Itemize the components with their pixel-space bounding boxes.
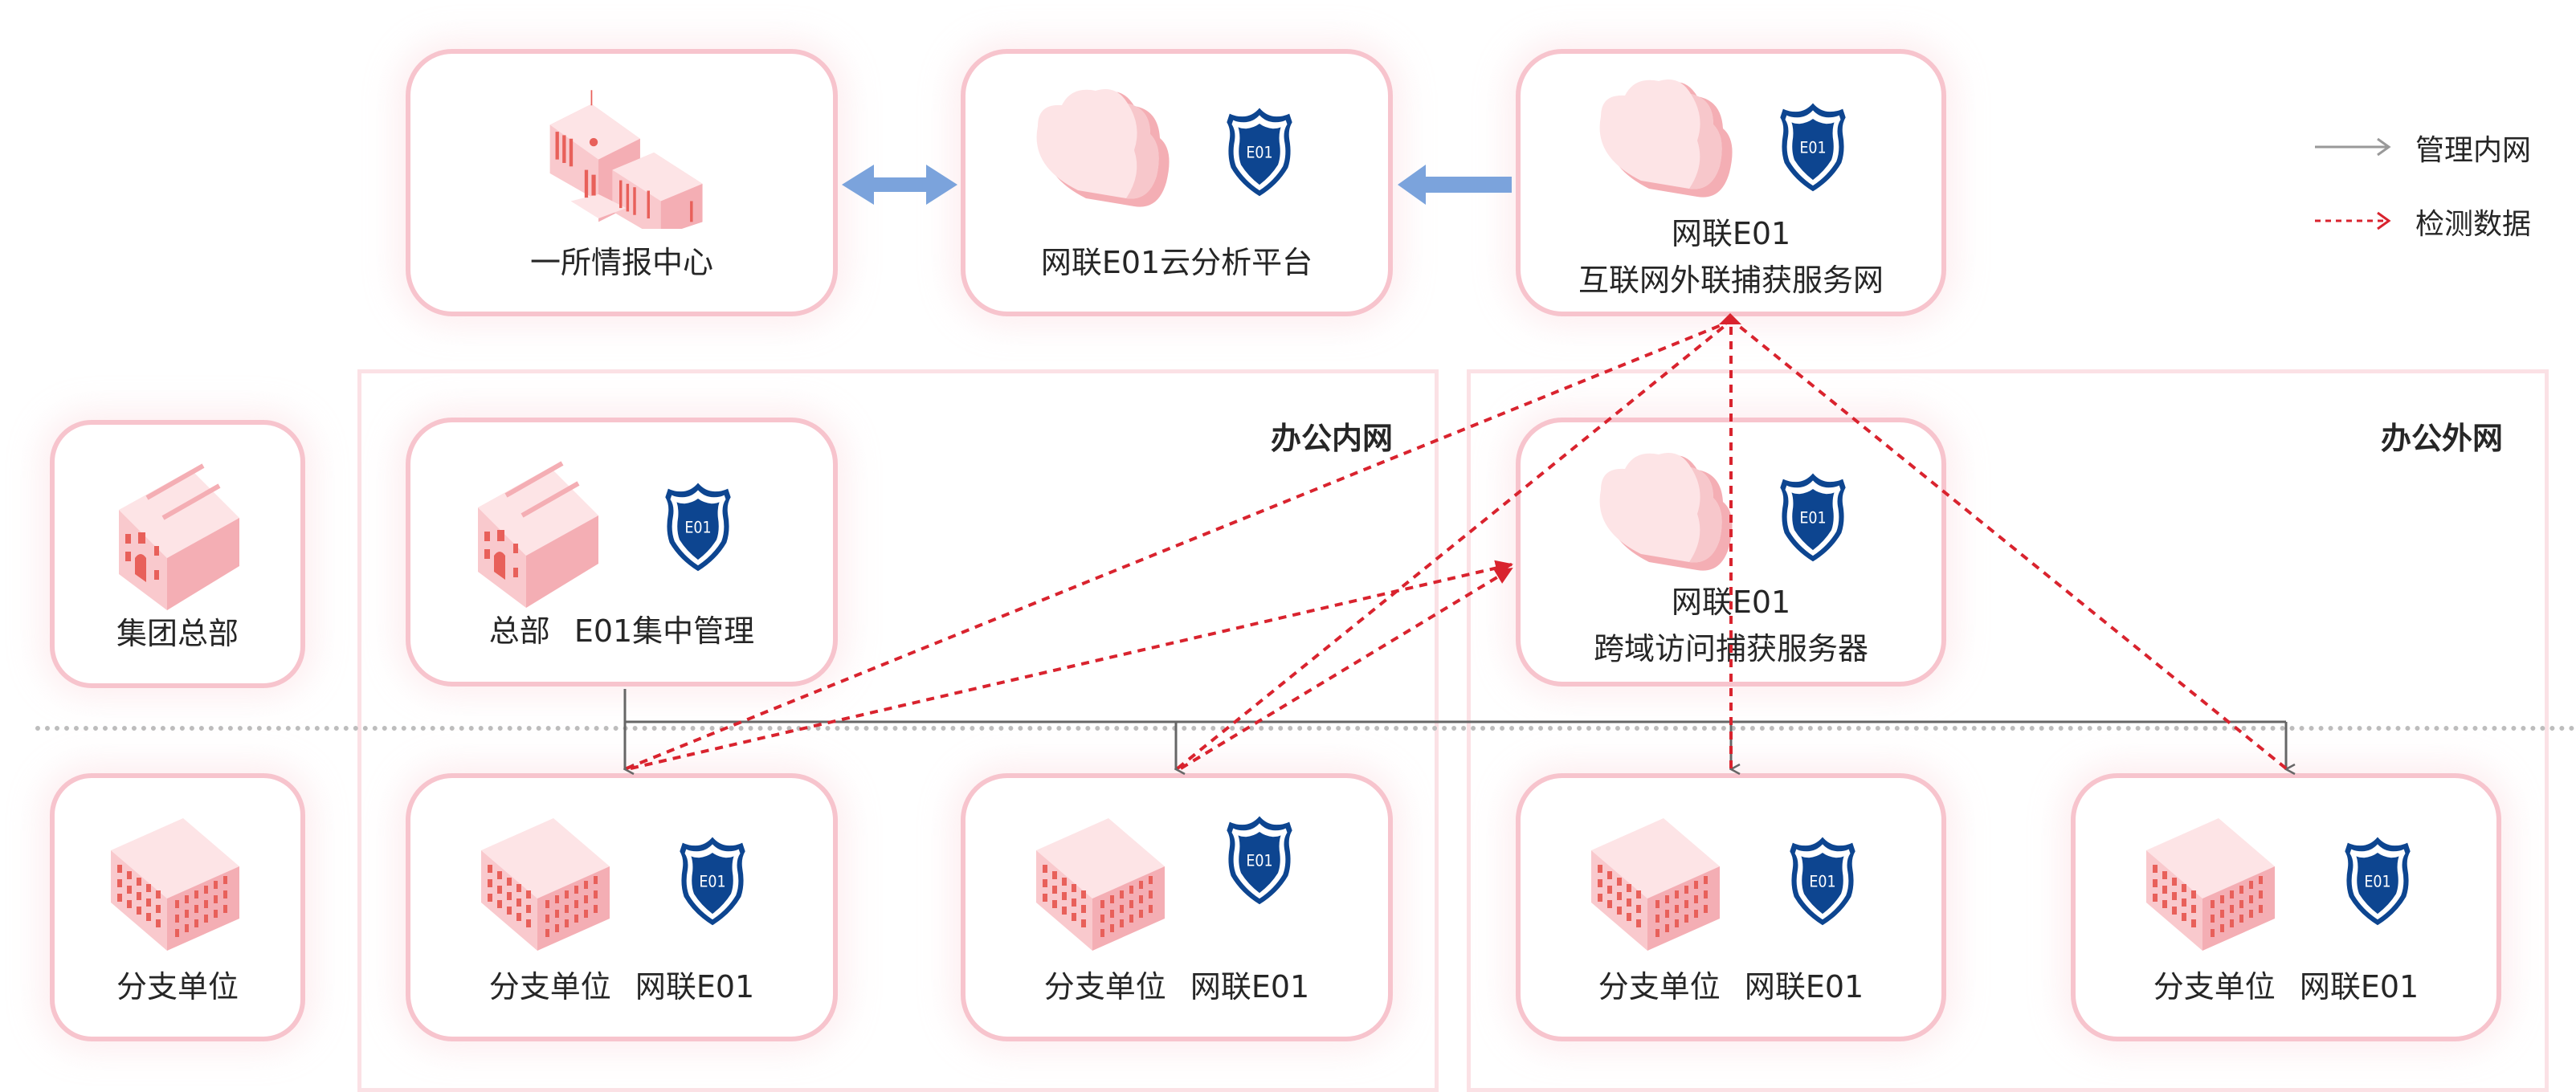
branch-label: 分支单位网联E01 xyxy=(2076,964,2496,1009)
group-hq-card[interactable]: 集团总部 xyxy=(50,420,305,688)
branch-label: 分支单位网联E01 xyxy=(1521,964,1941,1009)
government-building-icon xyxy=(523,76,716,229)
intel-center-label: 一所情报中心 xyxy=(529,245,713,280)
office-building-icon xyxy=(103,810,247,955)
branch-unit-label: 分支单位 xyxy=(116,969,239,1004)
bidirectional-flow-arrow xyxy=(842,165,957,205)
e01-badge-icon xyxy=(661,480,735,572)
e01-badge-icon xyxy=(1223,813,1296,906)
group-hq-label: 集团总部 xyxy=(116,616,239,651)
e01-badge-icon xyxy=(676,834,749,927)
hq-label: 总部 xyxy=(488,613,550,649)
e01-badge-icon xyxy=(1776,100,1850,193)
branch-e01-text: 网联E01 xyxy=(1190,969,1310,1004)
cross-domain-label-line2: 跨域访问捕获服务器 xyxy=(1593,631,1868,666)
hq-management-label: 总部 E01集中管理 xyxy=(410,609,833,654)
capture-service-label-line1: 网联E01 xyxy=(1671,216,1791,251)
office-building-icon xyxy=(2138,810,2283,955)
tier-separator xyxy=(35,726,2576,731)
branch-e01-text: 网联E01 xyxy=(2299,969,2419,1004)
e01-management-label: E01集中管理 xyxy=(574,613,755,649)
cross-domain-label-line1: 网联E01 xyxy=(1671,585,1791,620)
e01-badge-icon xyxy=(1776,471,1850,563)
e01-badge-icon xyxy=(2341,834,2415,927)
cloud-icon xyxy=(1585,442,1745,586)
branch-card[interactable]: 分支单位网联E01 xyxy=(961,773,1393,1041)
solid-arrow-legend-icon xyxy=(2315,137,2391,157)
capture-service-label-line2: 互联网外联捕获服务网 xyxy=(1578,263,1884,298)
hq-management-card[interactable]: 总部 E01集中管理 xyxy=(406,418,838,687)
branch-unit-text: 分支单位 xyxy=(1043,969,1166,1004)
cloud-icon xyxy=(1585,68,1745,213)
dashed-arrow-legend-icon xyxy=(2315,211,2391,230)
cross-domain-card[interactable]: 网联E01 跨域访问捕获服务器 xyxy=(1516,418,1946,687)
capture-service-card[interactable]: 网联E01 互联网外联捕获服务网 xyxy=(1516,49,1946,316)
cloud-platform-card[interactable]: 网联E01云分析平台 xyxy=(961,49,1393,316)
branch-e01-text: 网联E01 xyxy=(1744,969,1864,1004)
branch-e01-text: 网联E01 xyxy=(635,969,755,1004)
headquarters-building-icon xyxy=(103,454,247,614)
branch-unit-text: 分支单位 xyxy=(488,969,611,1004)
legend-management-network: 管理内网 xyxy=(2415,134,2532,167)
cloud-icon xyxy=(1022,78,1182,222)
office-building-icon xyxy=(473,810,618,955)
inner-network-title: 办公内网 xyxy=(1270,421,1393,456)
branch-unit-text: 分支单位 xyxy=(1598,969,1721,1004)
e01-badge-icon xyxy=(1786,834,1860,927)
e01-badge-icon xyxy=(1223,105,1296,198)
branch-unit-text: 分支单位 xyxy=(2153,969,2276,1004)
office-building-icon xyxy=(1583,810,1728,955)
cloud-platform-label: 网联E01云分析平台 xyxy=(1040,245,1313,280)
branch-label: 分支单位网联E01 xyxy=(965,964,1388,1009)
left-flow-arrow xyxy=(1398,165,1512,205)
office-building-icon xyxy=(1028,810,1173,955)
branch-card[interactable]: 分支单位网联E01 xyxy=(2071,773,2501,1041)
branch-card[interactable]: 分支单位网联E01 xyxy=(406,773,838,1041)
legend-detection-data: 检测数据 xyxy=(2415,208,2532,241)
outer-network-title: 办公外网 xyxy=(2380,421,2503,456)
branch-unit-card[interactable]: 分支单位 xyxy=(50,773,305,1041)
branch-label: 分支单位网联E01 xyxy=(410,964,833,1009)
headquarters-building-icon xyxy=(462,451,606,612)
intel-center-card[interactable]: 一所情报中心 xyxy=(406,49,838,316)
branch-card[interactable]: 分支单位网联E01 xyxy=(1516,773,1946,1041)
